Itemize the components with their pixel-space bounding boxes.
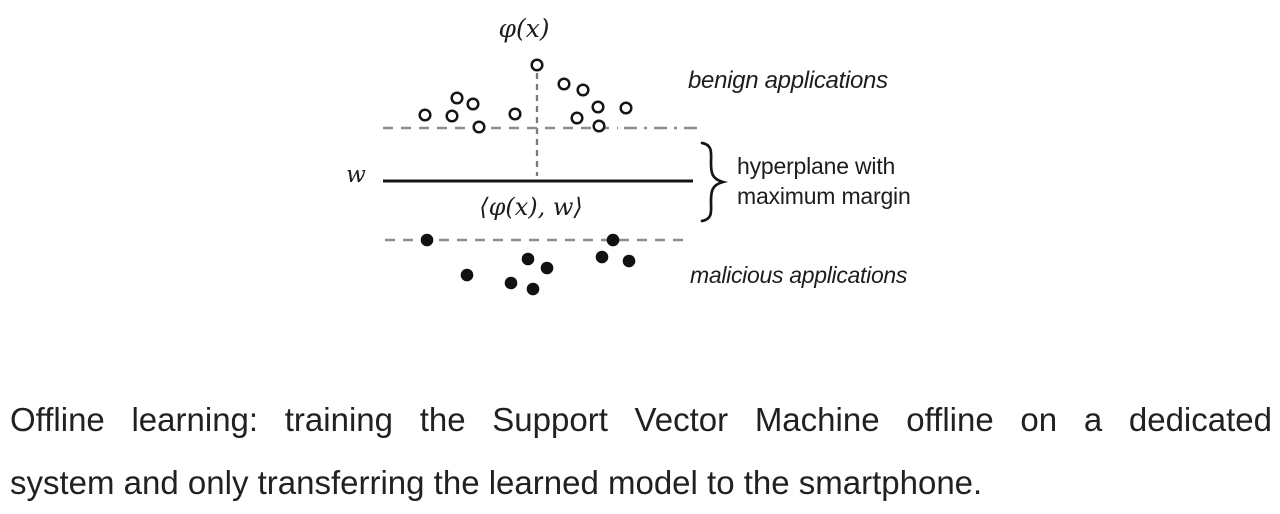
- benign-point: [557, 77, 571, 91]
- hyperplane-label-line1: hyperplane with: [737, 153, 895, 179]
- malicious-point: [521, 252, 535, 266]
- benign-point: [619, 101, 633, 115]
- malicious-point: [595, 250, 609, 264]
- malicious-point: [526, 282, 540, 296]
- benign-applications-label: benign applications: [688, 67, 888, 94]
- malicious-applications-label: malicious applications: [690, 262, 908, 288]
- malicious-point: [540, 261, 554, 275]
- phi-axis-label: φ(x): [498, 14, 549, 43]
- benign-point: [450, 91, 464, 105]
- benign-point: [530, 58, 544, 72]
- benign-point: [576, 83, 590, 97]
- caption-line-2: system and only transferring the learned…: [10, 464, 983, 501]
- benign-point: [508, 107, 522, 121]
- malicious-points-group: [420, 233, 636, 296]
- brace-icon: [700, 141, 729, 223]
- svm-figure: φ(x) w ⟨φ(x), w⟩ benign applications hyp…: [346, 14, 911, 296]
- benign-point: [472, 120, 486, 134]
- benign-point: [592, 119, 606, 133]
- malicious-point: [622, 254, 636, 268]
- inner-product-label: ⟨φ(x), w⟩: [479, 193, 583, 221]
- benign-point: [570, 111, 584, 125]
- benign-point: [418, 108, 432, 122]
- caption-line-1: Offline learning: training the Support V…: [10, 401, 1272, 438]
- malicious-point: [460, 268, 474, 282]
- benign-points-group: [418, 58, 633, 134]
- svm-figure-svg: φ(x) w ⟨φ(x), w⟩ benign applications hyp…: [346, 14, 911, 296]
- malicious-point: [420, 233, 434, 247]
- benign-point: [591, 100, 605, 114]
- malicious-point: [606, 233, 620, 247]
- hyperplane-label-line2: maximum margin: [737, 183, 911, 209]
- benign-point: [466, 97, 480, 111]
- malicious-point: [504, 276, 518, 290]
- weight-vector-label: w: [346, 162, 366, 188]
- benign-point: [445, 109, 459, 123]
